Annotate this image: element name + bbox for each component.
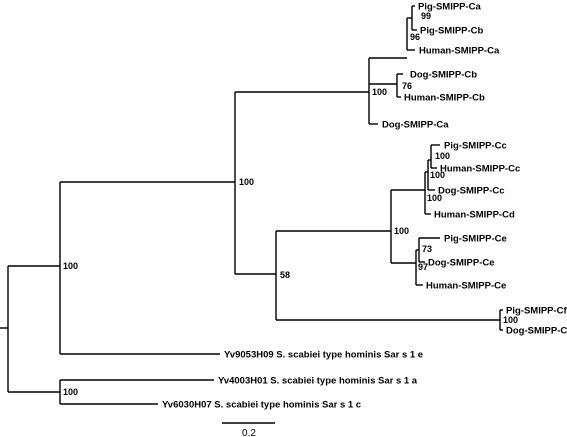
leaf-label: Human-SMIPP-Cc: [440, 164, 520, 175]
bootstrap-value: 100: [435, 151, 450, 161]
leaf-label: Pig-SMIPP-Cf: [506, 306, 567, 317]
leaf-label: Pig-SMIPP-Cb: [420, 26, 484, 37]
leaf-label: Pig-SMIPP-Ca: [418, 2, 482, 13]
leaf-label: Dog-SMIPP-Cf: [506, 326, 567, 337]
tree-branches: [0, 5, 503, 405]
leaf-label: Human-SMIPP-Cb: [404, 93, 485, 104]
bootstrap-value: 73: [422, 244, 432, 254]
bootstrap-value: 100: [503, 315, 518, 325]
bootstrap-value: 99: [421, 11, 431, 21]
bootstrap-value: 100: [427, 193, 442, 203]
leaf-label: Yv4003H01 S. scabiei type hominis Sar s …: [218, 376, 418, 387]
bootstrap-value: 100: [63, 387, 78, 397]
bootstrap-value: 96: [410, 32, 420, 42]
leaf-label: Dog-SMIPP-Ce: [428, 258, 495, 269]
leaf-labels: Pig-SMIPP-Ca Pig-SMIPP-Cb Human-SMIPP-Ca…: [162, 2, 567, 411]
leaf-label: Pig-SMIPP-Ce: [444, 234, 507, 245]
leaf-label: Yv9053H09 S. scabiei type hominis Sar s …: [224, 350, 423, 361]
leaf-label: Dog-SMIPP-Cb: [410, 70, 477, 81]
bootstrap-value: 76: [402, 81, 412, 91]
leaf-label: Dog-SMIPP-Ca: [382, 120, 449, 131]
scale-bar: 0.2: [222, 422, 275, 437]
leaf-label: Pig-SMIPP-Cc: [444, 141, 507, 152]
leaf-label: Yv6030H07 S. scabiei type hominis Sar s …: [162, 400, 361, 411]
leaf-label: Dog-SMIPP-Cc: [438, 186, 505, 197]
bootstrap-value: 100: [394, 226, 409, 236]
bootstrap-value: 58: [280, 270, 290, 280]
leaf-label: Human-SMIPP-Ce: [426, 281, 506, 292]
bootstrap-value: 100: [372, 87, 387, 97]
bootstrap-values: 99 96 76 100 100 100 100 100 73 97 58 10…: [63, 11, 518, 397]
bootstrap-value: 100: [239, 177, 254, 187]
leaf-label: Human-SMIPP-Cd: [434, 210, 515, 221]
leaf-label: Human-SMIPP-Ca: [419, 46, 500, 57]
bootstrap-value: 100: [430, 170, 445, 180]
bootstrap-value: 100: [63, 261, 78, 271]
bootstrap-value: 97: [418, 262, 428, 272]
scale-bar-label: 0.2: [242, 428, 256, 437]
